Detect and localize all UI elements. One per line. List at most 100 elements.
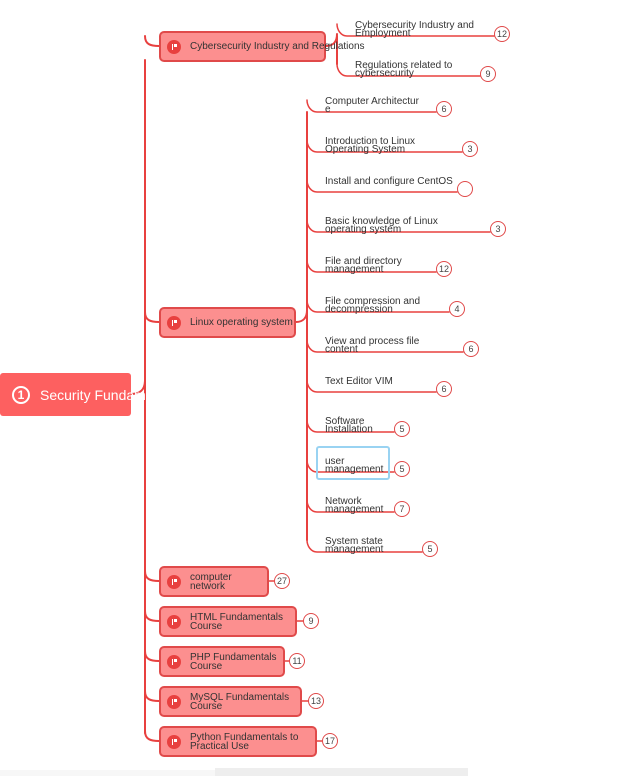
- horizontal-scrollbar[interactable]: [215, 768, 468, 776]
- collapse-toggle[interactable]: [457, 181, 473, 197]
- connector-line: [306, 539, 423, 553]
- subtopic-label: Basic knowledge of Linux: [325, 216, 438, 227]
- connector-line: [306, 219, 491, 233]
- connector-line: [306, 139, 463, 153]
- connector-line: [306, 499, 395, 513]
- branch-node[interactable]: Cybersecurity Industry and Regulations: [159, 31, 365, 62]
- subtopic-node[interactable]: Install and configure CentOS: [325, 176, 453, 187]
- subtopic-label: File compression and: [325, 296, 421, 307]
- connector-line: [306, 259, 437, 273]
- count-badge[interactable]: 4: [449, 301, 465, 317]
- subtopic-label: Install and configure CentOS: [325, 176, 453, 187]
- subtopic-label: Employment: [355, 28, 411, 39]
- subtopic-label: e: [325, 104, 331, 115]
- count-badge[interactable]: 11: [289, 653, 305, 669]
- root-node[interactable]: 1 Security Fundamentals: [0, 373, 183, 416]
- branch-label-line: Practical Use: [190, 740, 249, 752]
- branch-label-line: network: [190, 580, 226, 592]
- subtopic-label: File and directory: [325, 256, 402, 267]
- flag-icon: [167, 315, 181, 330]
- count-badge[interactable]: 9: [480, 66, 496, 82]
- subtopic-label: Regulations related to: [355, 60, 453, 71]
- count-badge[interactable]: 6: [463, 341, 479, 357]
- branch-label-line: HTML Fundamentals: [190, 611, 283, 623]
- selection-highlight: [316, 446, 390, 480]
- subtopic-label: Operating System: [325, 144, 406, 155]
- connector-line: [306, 419, 395, 433]
- branch-label-line: Course: [190, 620, 223, 632]
- subtopic-label: management: [325, 504, 384, 515]
- count-badge[interactable]: 12: [494, 26, 510, 42]
- subtopic-label: management: [325, 464, 384, 475]
- count-badge[interactable]: 3: [490, 221, 506, 237]
- count-badge[interactable]: 6: [436, 101, 452, 117]
- count-badge[interactable]: 27: [274, 573, 290, 589]
- connector-line: [306, 99, 437, 113]
- connector-line: [144, 35, 160, 47]
- connector-line: [306, 379, 437, 393]
- count-badge[interactable]: 6: [436, 381, 452, 397]
- count-badge[interactable]: 7: [394, 501, 410, 517]
- branch-label-line: Course: [190, 700, 223, 712]
- count-badge[interactable]: 13: [308, 693, 324, 709]
- flag-icon: [167, 614, 181, 629]
- subtopic-label: content: [325, 344, 358, 355]
- flag-icon: [167, 654, 181, 669]
- count-badge[interactable]: 12: [436, 261, 452, 277]
- subtopic-label: operating system: [325, 224, 402, 235]
- connector-line: [306, 179, 458, 193]
- connector-line: [336, 23, 495, 37]
- connector-line: [144, 610, 160, 622]
- subtopic-label: Software: [325, 416, 365, 427]
- root-label: Security Fundamentals: [40, 386, 184, 403]
- count-badge[interactable]: 5: [422, 541, 438, 557]
- flag-icon: [167, 39, 181, 54]
- flag-icon: [167, 734, 181, 749]
- subtopic-label: Network: [325, 496, 362, 507]
- flag-icon: [167, 574, 181, 589]
- connector-line: [306, 299, 450, 313]
- subtopic-label: Computer Architectur: [325, 96, 419, 107]
- branch-label-line: Course: [190, 660, 223, 672]
- branch-label-line: MySQL Fundamentals: [190, 691, 290, 703]
- subtopic-label: user: [325, 456, 345, 467]
- connector-line: [144, 650, 160, 662]
- subtopic-label: decompression: [325, 304, 393, 315]
- subtopic-label: Text Editor VIM: [325, 376, 393, 387]
- count-badge[interactable]: 17: [322, 733, 338, 749]
- count-badge[interactable]: 9: [303, 613, 319, 629]
- subtopic-node[interactable]: Text Editor VIM: [325, 376, 393, 387]
- subtopic-label: cybersecurity: [355, 68, 414, 79]
- count-badge[interactable]: 5: [394, 421, 410, 437]
- branch-node[interactable]: Linux operating system: [159, 307, 296, 338]
- bottom-bar-left: [0, 770, 215, 776]
- subtopic-label: Installation: [325, 424, 373, 435]
- count-badge[interactable]: 3: [462, 141, 478, 157]
- count-badge[interactable]: 5: [394, 461, 410, 477]
- subtopic-label: View and process file: [325, 336, 420, 347]
- connector-line: [336, 63, 481, 77]
